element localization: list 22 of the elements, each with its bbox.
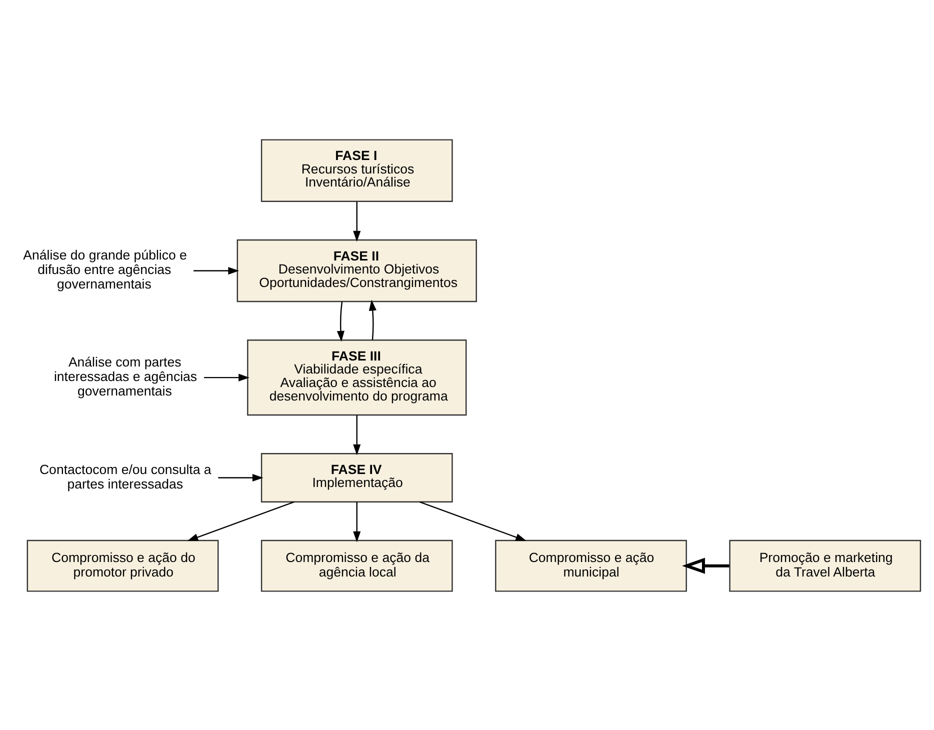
node-box: Compromisso e ação do promotor privado (26, 539, 219, 592)
arrow (353, 414, 361, 455)
arrow (419, 500, 527, 541)
node-box: FASE IV Implementação (260, 452, 453, 502)
arrow (353, 501, 361, 542)
arrow (204, 373, 250, 381)
node-box: FASE II Desenvolvimento Objetivos Oportunidades/Constrangimentos (236, 238, 477, 302)
node-box: FASE III Viabilidade específica Avaliação e assistência ao desenvolvimento do programa (247, 339, 467, 416)
arrow (353, 201, 361, 242)
arrow (187, 500, 294, 541)
arrow (682, 557, 730, 574)
arrow (218, 473, 264, 482)
node-text: Análise com partes interessadas e agências governamentais (54, 354, 198, 398)
node-text: Análise do grande público e difusão entre agências governamentais (23, 247, 187, 292)
arrow (336, 301, 344, 342)
node-box: Promoção e marketing da Travel Alberta (729, 539, 922, 592)
node-box: Compromisso e ação municipal (495, 539, 687, 592)
node-box: Compromisso e ação da agência local (260, 539, 453, 592)
node-box: FASE I Recursos turísticos Inventário/Análise (260, 138, 453, 202)
arrow (194, 266, 240, 274)
arrow (368, 299, 376, 340)
node-text: Contactocom e/ou consulta a partes interessadas (39, 461, 212, 491)
